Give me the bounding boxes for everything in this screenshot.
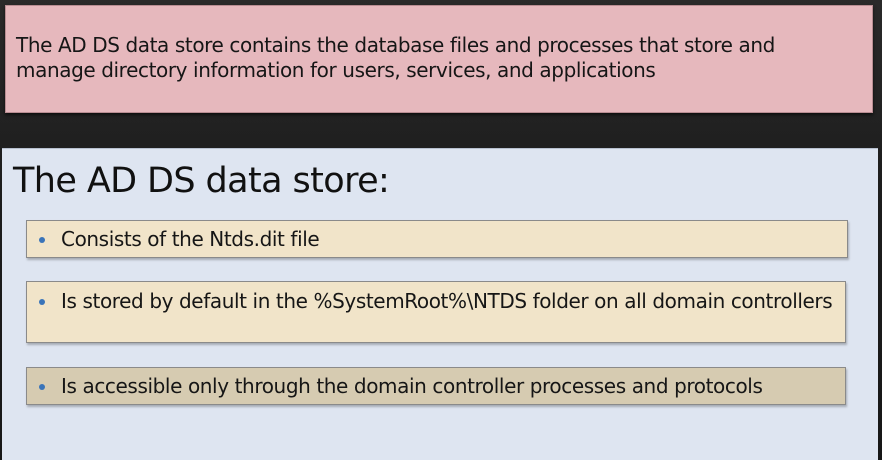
bullet-box-ntds-file: Consists of the Ntds.dit file bbox=[26, 220, 848, 258]
definition-banner: The AD DS data store contains the databa… bbox=[5, 5, 873, 113]
definition-text: The AD DS data store contains the databa… bbox=[16, 33, 775, 82]
content-panel: The AD DS data store: Consists of the Nt… bbox=[2, 148, 878, 460]
bullet-text: Consists of the Ntds.dit file bbox=[61, 227, 320, 251]
bullet-box-access: Is accessible only through the domain co… bbox=[26, 367, 846, 405]
panel-title: The AD DS data store: bbox=[13, 161, 390, 201]
bullet-dot-icon bbox=[39, 384, 45, 390]
bullet-text: Is stored by default in the %SystemRoot%… bbox=[61, 289, 833, 313]
bullet-dot-icon bbox=[39, 237, 45, 243]
bullet-box-default-location: Is stored by default in the %SystemRoot%… bbox=[26, 281, 846, 343]
bullet-text: Is accessible only through the domain co… bbox=[61, 374, 763, 398]
bullet-dot-icon bbox=[39, 299, 45, 305]
